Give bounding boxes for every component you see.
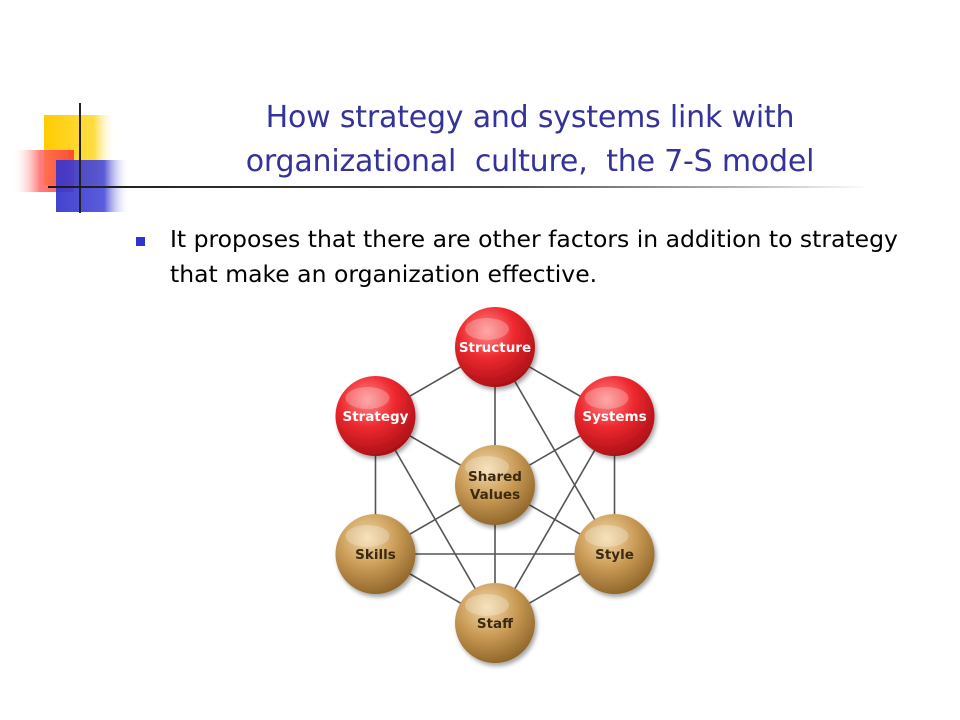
node-highlight: [584, 525, 629, 547]
slide-title: How strategy and systems link with organ…: [190, 96, 870, 184]
node-strategy: Strategy: [335, 376, 416, 456]
bullet-text: It proposes that there are other factors…: [170, 225, 898, 288]
node-label: Structure: [459, 340, 531, 356]
node-label: Systems: [582, 409, 646, 425]
node-circle: [574, 514, 655, 594]
title-line: How strategy and systems link with: [265, 100, 795, 135]
node-label: Strategy: [342, 409, 408, 425]
square-bullet-icon: [136, 237, 145, 246]
bullet-list: It proposes that there are other factors…: [132, 222, 942, 292]
node-style: Style: [574, 514, 655, 594]
node-circle: [455, 307, 535, 387]
node-label: Shared: [468, 469, 522, 485]
corner-decoration: [12, 103, 130, 213]
node-highlight: [465, 456, 509, 478]
node-circle: [455, 445, 535, 525]
title-line: organizational culture, the 7-S model: [245, 144, 815, 179]
node-staff: Staff: [455, 583, 535, 663]
node-highlight: [345, 525, 390, 547]
node-label: Staff: [477, 616, 514, 632]
node-systems: Systems: [574, 376, 655, 456]
node-structure: Structure: [455, 307, 535, 387]
node-highlight: [345, 387, 390, 409]
node-label: Skills: [355, 547, 396, 563]
node-circle: [455, 583, 535, 663]
node-circle: [335, 376, 416, 456]
node-label: Style: [595, 547, 634, 563]
node-skills: Skills: [335, 514, 416, 594]
node-highlight: [465, 318, 509, 340]
node-circle: [574, 376, 655, 456]
node-circle: [335, 514, 416, 594]
node-highlight: [465, 594, 509, 616]
title-underline: [48, 186, 870, 188]
node-highlight: [584, 387, 629, 409]
node-label: Values: [470, 487, 520, 503]
bullet-item: It proposes that there are other factors…: [132, 222, 942, 292]
